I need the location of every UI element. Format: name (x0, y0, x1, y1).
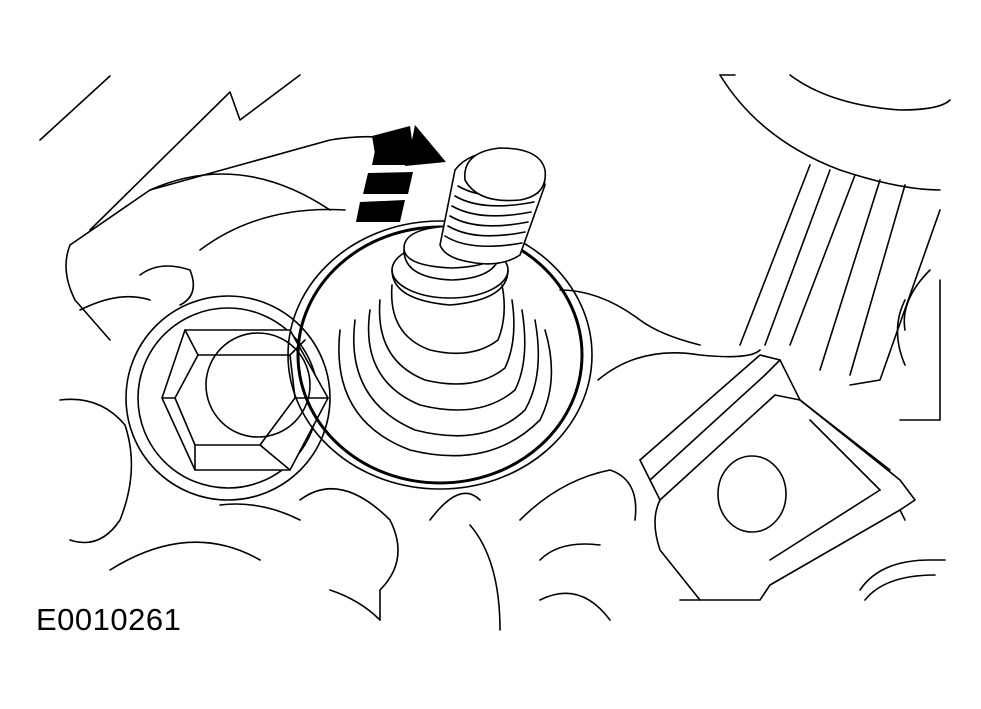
control-arm (719, 74, 951, 421)
figure-id-label: E0010261 (36, 602, 182, 637)
ball-joint (287, 147, 593, 490)
bolt-head (125, 295, 331, 501)
direction-arrow-icon (356, 125, 446, 222)
mounting-bracket (639, 354, 946, 601)
